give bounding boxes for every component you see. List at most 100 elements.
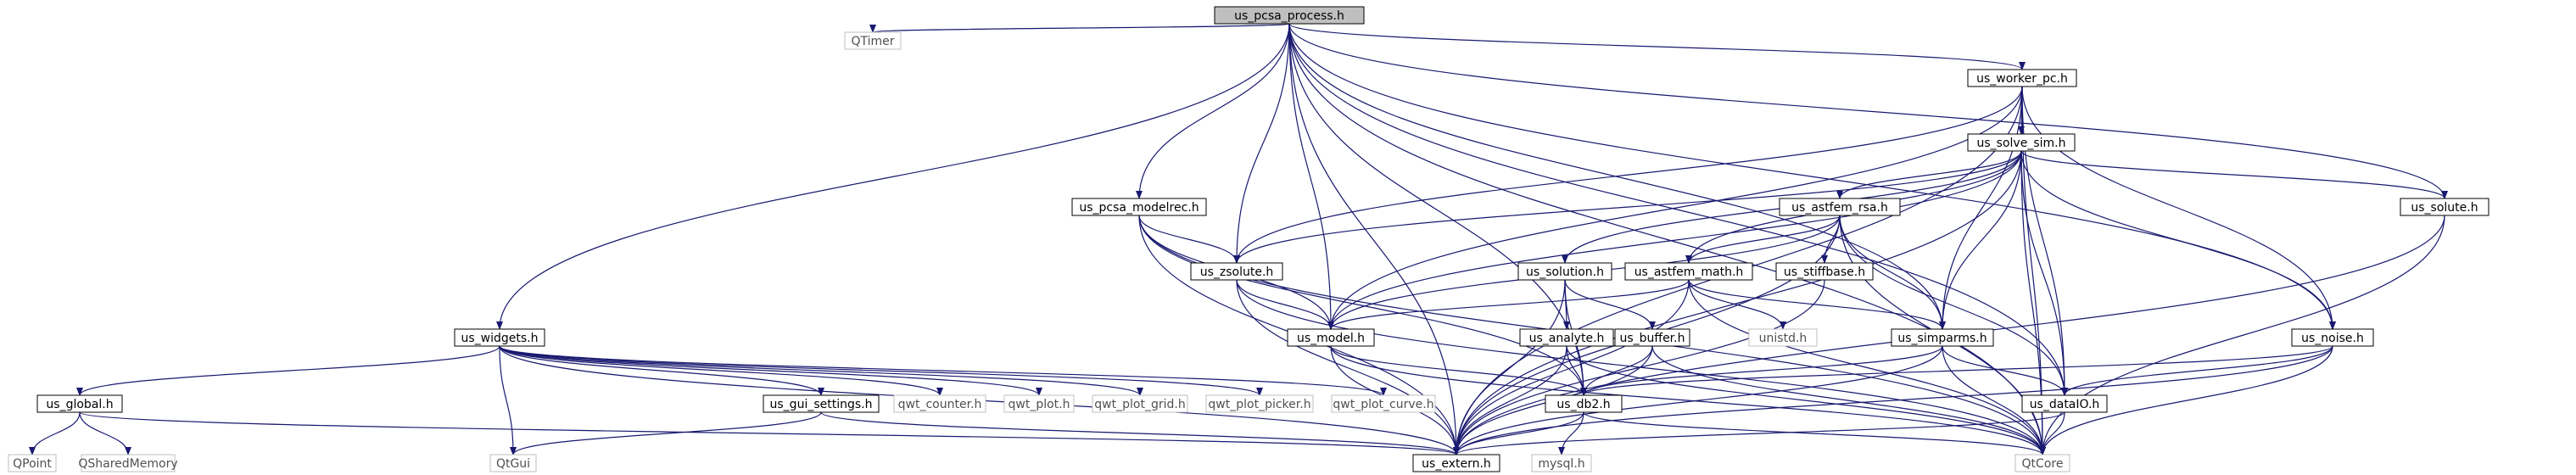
edge-simparms-to-extern xyxy=(1453,345,1943,455)
edge-simparms-to-dataio xyxy=(1942,345,2068,396)
node-guisettings[interactable]: us_gui_settings.h xyxy=(763,394,880,413)
node-label: us_buffer.h xyxy=(1620,332,1685,345)
node-solvesim[interactable]: us_solve_sim.h xyxy=(1967,133,2076,152)
edge-global-to-qpoint xyxy=(29,411,81,455)
node-qpoint[interactable]: QPoint xyxy=(8,454,57,472)
node-solute[interactable]: us_solute.h xyxy=(2400,198,2489,216)
edge-root-to-model xyxy=(1288,23,1334,330)
node-box xyxy=(454,328,545,347)
node-model[interactable]: us_model.h xyxy=(1287,328,1375,347)
node-qtcore[interactable]: QtCore xyxy=(2014,454,2070,472)
edge-buffer-to-db2 xyxy=(1580,345,1653,396)
node-root[interactable]: us_pcsa_process.h xyxy=(1214,6,1365,25)
node-box xyxy=(2014,454,2070,472)
edge-model-to-db2 xyxy=(1330,345,1587,396)
node-box xyxy=(844,31,902,50)
node-analyte[interactable]: us_analyte.h xyxy=(1519,328,1614,347)
node-label: qwt_plot_curve.h xyxy=(1333,398,1433,411)
node-label: us_model.h xyxy=(1297,332,1365,345)
node-dataio[interactable]: us_dataIO.h xyxy=(2021,394,2108,413)
node-qwtgrid[interactable]: qwt_plot_grid.h xyxy=(1092,394,1188,413)
node-label: us_dataIO.h xyxy=(2030,398,2100,411)
node-simparms[interactable]: us_simparms.h xyxy=(1891,328,1994,347)
edge-widgets-to-qwtcounter xyxy=(499,345,943,396)
node-label: qwt_plot_grid.h xyxy=(1094,398,1185,411)
edge-worker-to-simparms xyxy=(1939,86,2023,330)
edge-solution-to-extern xyxy=(1453,279,1566,455)
edge-astfemrsa-to-astfemmath xyxy=(1685,215,1841,264)
node-box xyxy=(893,394,986,413)
node-worker[interactable]: us_worker_pc.h xyxy=(1967,69,2077,87)
edge-buffer-to-qtcore xyxy=(1651,345,2046,455)
edge-astfemmath-to-model xyxy=(1327,279,1690,330)
node-extern[interactable]: us_extern.h xyxy=(1412,454,1500,472)
edge-worker-to-noise xyxy=(2021,86,2336,330)
edge-solvesim-to-dataio xyxy=(2020,150,2068,396)
edge-zsolute-to-extern xyxy=(1236,279,1460,455)
edge-guisettings-to-qtgui xyxy=(510,411,822,455)
node-box xyxy=(8,454,57,472)
node-astfemrsa[interactable]: us_astfem_rsa.h xyxy=(1779,198,1901,216)
node-box xyxy=(489,454,537,472)
node-box xyxy=(1775,262,1874,281)
node-label: qwt_plot_picker.h xyxy=(1208,398,1310,411)
node-box xyxy=(1003,394,1075,413)
node-qwtcounter[interactable]: qwt_counter.h xyxy=(893,394,986,413)
edge-dataio-to-qtcore xyxy=(2039,411,2065,455)
node-label: us_noise.h xyxy=(2301,332,2364,345)
node-label: us_simparms.h xyxy=(1897,332,1986,345)
edge-astfemrsa-to-dataio xyxy=(1839,215,2068,396)
node-noise[interactable]: us_noise.h xyxy=(2291,328,2374,347)
node-qtgui[interactable]: QtGui xyxy=(489,454,537,472)
node-label: qwt_plot.h xyxy=(1009,398,1070,411)
edge-astfemmath-to-simparms xyxy=(1688,279,1946,330)
edge-db2-to-extern xyxy=(1453,411,1584,455)
node-unistd[interactable]: unistd.h xyxy=(1748,328,1818,347)
edge-solution-to-buffer xyxy=(1564,279,1656,330)
node-global[interactable]: us_global.h xyxy=(36,394,123,413)
node-qshared[interactable]: QSharedMemory xyxy=(78,454,178,472)
node-label: us_extern.h xyxy=(1422,457,1491,471)
edge-widgets-to-qwtplot xyxy=(499,345,1042,396)
node-box xyxy=(1531,454,1592,472)
node-qwtplot[interactable]: qwt_plot.h xyxy=(1003,394,1075,413)
node-box xyxy=(1519,328,1614,347)
edge-astfemmath-to-qtcore xyxy=(1688,279,2046,455)
edge-solvesim-to-extern xyxy=(1453,150,2022,455)
node-astfemmath[interactable]: us_astfem_math.h xyxy=(1624,262,1753,281)
node-label: mysql.h xyxy=(1538,457,1584,471)
edge-zsolute-to-model xyxy=(1236,279,1334,330)
node-label: us_gui_settings.h xyxy=(770,398,873,411)
node-solution[interactable]: us_solution.h xyxy=(1517,262,1612,281)
node-box xyxy=(1748,328,1818,347)
node-db2[interactable]: us_db2.h xyxy=(1545,394,1623,413)
node-label: us_astfem_math.h xyxy=(1634,265,1744,279)
node-qwtcurve[interactable]: qwt_plot_curve.h xyxy=(1331,394,1436,413)
node-qwtpicker[interactable]: qwt_plot_picker.h xyxy=(1205,394,1314,413)
node-modelrec[interactable]: us_pcsa_modelrec.h xyxy=(1071,198,1207,216)
node-box xyxy=(1071,198,1207,216)
node-box xyxy=(1779,198,1901,216)
node-widgets[interactable]: us_widgets.h xyxy=(454,328,545,347)
edge-solvesim-to-astfemrsa xyxy=(1836,150,2022,199)
node-buffer[interactable]: us_buffer.h xyxy=(1614,328,1690,347)
node-qtimer[interactable]: QTimer xyxy=(844,31,902,50)
node-label: QtCore xyxy=(2022,457,2064,471)
node-stiffbase[interactable]: us_stiffbase.h xyxy=(1775,262,1874,281)
node-mysql[interactable]: mysql.h xyxy=(1531,454,1592,472)
node-label: QSharedMemory xyxy=(78,457,177,471)
edge-solvesim-to-zsolute xyxy=(1233,150,2022,264)
edge-modelrec-to-zsolute xyxy=(1138,215,1240,264)
node-label: us_zsolute.h xyxy=(1200,265,1274,279)
edge-widgets-to-qwtcurve xyxy=(499,345,1387,396)
node-label: us_worker_pc.h xyxy=(1976,72,2068,86)
edge-dataio-to-extern xyxy=(1453,411,2065,455)
node-label: qwt_counter.h xyxy=(898,398,982,411)
node-zsolute[interactable]: us_zsolute.h xyxy=(1190,262,1283,281)
edge-solvesim-to-model xyxy=(1327,150,2022,330)
node-label: us_solution.h xyxy=(1526,265,1604,279)
node-box xyxy=(1517,262,1612,281)
node-box xyxy=(1624,262,1753,281)
node-label: us_astfem_rsa.h xyxy=(1791,201,1888,215)
edge-widgets-to-qwtgrid xyxy=(499,345,1143,396)
